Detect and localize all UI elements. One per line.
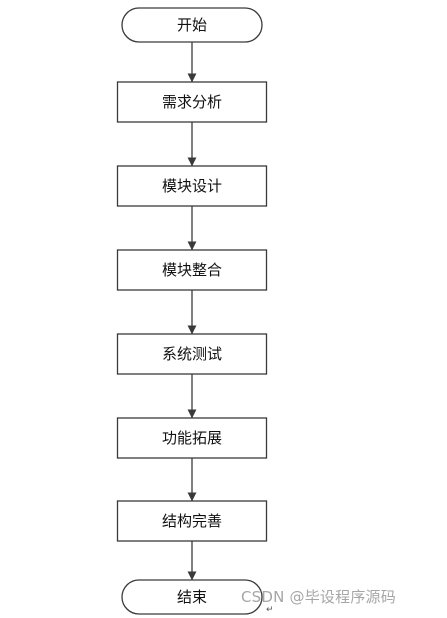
flow-node-module-integration: 模块整合 bbox=[116, 249, 268, 291]
flow-node-feature-extension: 功能拓展 bbox=[116, 417, 268, 459]
process-box bbox=[116, 249, 268, 291]
flow-node-system-testing: 系统测试 bbox=[116, 333, 268, 375]
flow-node-start: 开始 bbox=[121, 7, 263, 43]
node-label-feature-extension: 功能拓展 bbox=[162, 429, 222, 447]
flow-node-structure-refinement: 结构完善 bbox=[116, 500, 268, 542]
process-box bbox=[116, 333, 268, 375]
process-box bbox=[116, 500, 268, 542]
process-box bbox=[116, 417, 268, 459]
node-label-module-design: 模块设计 bbox=[162, 177, 222, 195]
terminal-shape bbox=[121, 579, 263, 615]
process-box bbox=[116, 81, 268, 123]
node-label-system-testing: 系统测试 bbox=[162, 345, 222, 363]
node-label-structure-refinement: 结构完善 bbox=[162, 512, 222, 530]
node-label-requirements-analysis: 需求分析 bbox=[162, 93, 222, 111]
flow-node-requirements-analysis: 需求分析 bbox=[116, 81, 268, 123]
terminal-shape bbox=[121, 7, 263, 43]
paragraph-return-icon: ↵ bbox=[266, 605, 274, 615]
flow-node-end: 结束 bbox=[121, 579, 263, 615]
node-label-start: 开始 bbox=[177, 16, 207, 34]
process-box bbox=[116, 165, 268, 207]
csdn-watermark: CSDN @毕设程序源码 bbox=[241, 588, 396, 606]
node-label-end: 结束 bbox=[177, 588, 207, 606]
node-label-module-integration: 模块整合 bbox=[162, 261, 222, 279]
flow-node-module-design: 模块设计 bbox=[116, 165, 268, 207]
